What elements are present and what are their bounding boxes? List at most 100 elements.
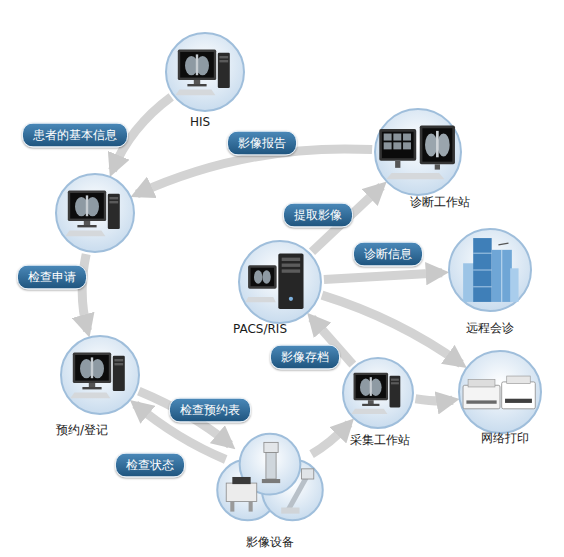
node-circle (166, 33, 244, 111)
node-label: 远程会诊 (466, 320, 514, 337)
illustration-part (391, 382, 399, 384)
illustration-part (289, 297, 293, 301)
illustration-part (492, 250, 512, 302)
illustration-part (463, 385, 500, 409)
node-illustration (463, 238, 518, 302)
node-outline (60, 335, 140, 415)
illustration-part (175, 90, 215, 96)
illustration-part (75, 355, 109, 381)
illustration-part (473, 253, 491, 254)
illustration-part (230, 501, 234, 511)
illustration-part (91, 357, 93, 378)
node-illustration (379, 126, 455, 180)
illustration-part (86, 195, 88, 216)
node-illustration (463, 376, 535, 409)
illustration-part (73, 353, 111, 383)
illustration-part (384, 134, 392, 141)
illustration-part (287, 475, 307, 512)
node-circle (459, 351, 541, 433)
illustration-part (281, 508, 299, 514)
edge-label: 检查状态 (115, 453, 185, 478)
illustration-part (505, 399, 532, 403)
illustration-part (502, 382, 536, 409)
illustration-part (422, 128, 452, 161)
illustration-part (77, 225, 96, 227)
node-illustration (70, 353, 124, 399)
illustration-part (65, 231, 105, 237)
illustration-part (382, 132, 414, 158)
illustration-part (302, 469, 314, 479)
illustration-part (266, 453, 276, 479)
illustration-part (473, 286, 491, 287)
illustration-part (466, 400, 496, 403)
illustration-part (384, 142, 392, 149)
system-node (55, 173, 135, 253)
illustration-part (393, 134, 401, 141)
node-illustration (226, 442, 314, 513)
system-node: HIS (165, 32, 245, 112)
illustration-part (226, 483, 257, 501)
illustration-part (370, 377, 372, 396)
node-illustration (246, 253, 304, 308)
node-illustration (351, 373, 400, 414)
illustration-part (254, 270, 262, 283)
illustration-part (196, 54, 198, 75)
illustration-part (219, 60, 228, 62)
node-label: 采集工作站 (350, 432, 410, 449)
illustration-part (468, 379, 495, 387)
flow-arrow (416, 399, 453, 401)
illustration-part (510, 268, 518, 302)
edge-label: 影像存档 (270, 345, 340, 370)
node-label: HIS (190, 115, 210, 129)
illustration-part (393, 142, 401, 149)
illustration-part (278, 253, 303, 308)
illustration-part (473, 238, 491, 302)
node-label: 预约/登记 (56, 422, 108, 439)
illustration-part (391, 379, 399, 381)
illustration-part (264, 442, 278, 452)
illustration-part (180, 52, 214, 78)
illustration-part (379, 129, 416, 161)
illustration-part (435, 164, 440, 169)
illustration-part (437, 134, 449, 157)
illustration-part (248, 265, 277, 289)
illustration-part (362, 404, 379, 406)
node-outline (374, 108, 462, 196)
node-outline (214, 432, 326, 524)
node-label: PACS/RIS (233, 322, 287, 336)
node-illustration (65, 191, 119, 237)
node-outline (165, 32, 245, 112)
illustration-part (113, 356, 125, 391)
illustration-part (498, 243, 508, 245)
illustration-part (356, 375, 386, 398)
illustration-part (282, 258, 300, 261)
node-outline (55, 173, 135, 253)
edge-label: 提取影像 (283, 203, 353, 228)
system-node: 影像设备 (214, 432, 326, 524)
system-node: 诊断工作站 (374, 108, 462, 196)
node-outline (238, 240, 322, 324)
illustration-part (109, 201, 118, 203)
illustration-part (249, 501, 253, 511)
illustration-part (82, 387, 101, 389)
node-label: 影像设备 (246, 534, 294, 551)
illustration-part (403, 142, 411, 149)
node-outline (342, 357, 414, 429)
illustration-part (178, 50, 216, 80)
illustration-part (108, 194, 120, 229)
node-outline (458, 350, 542, 434)
illustration-part (70, 193, 104, 219)
flow-arrow (322, 295, 461, 364)
system-node: 网络打印 (458, 350, 542, 434)
flow-arrow (82, 254, 87, 331)
illustration-part (395, 161, 400, 168)
node-circle (56, 174, 134, 252)
illustration-part (390, 376, 401, 408)
node-circle (61, 336, 139, 414)
illustration-part (282, 269, 300, 272)
node-outline (448, 228, 532, 312)
illustration-part (114, 363, 123, 365)
system-node: PACS/RIS (238, 240, 322, 324)
illustration-part (507, 376, 531, 384)
